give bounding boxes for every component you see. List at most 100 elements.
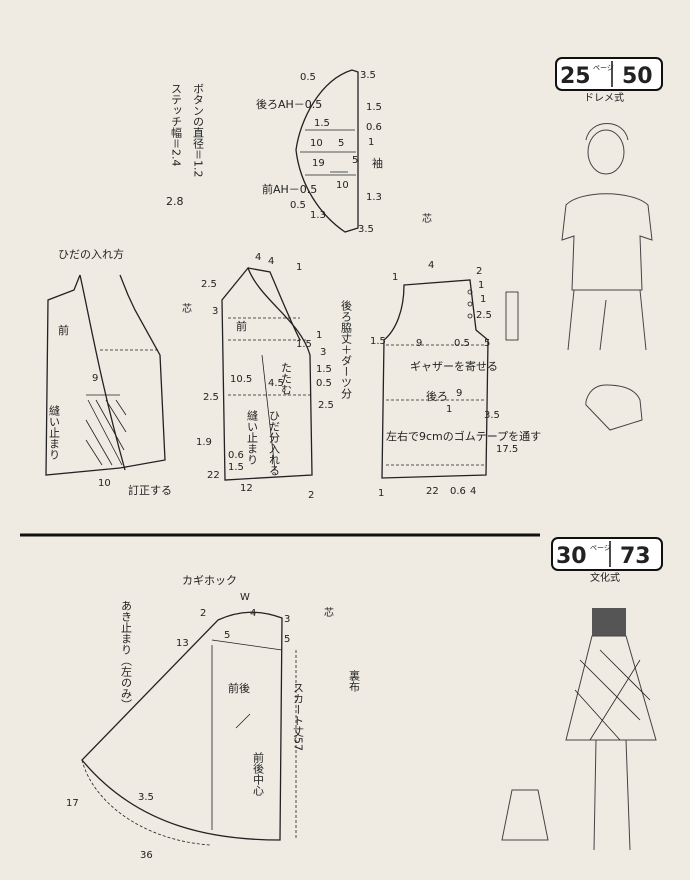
back-num: 4 — [428, 260, 434, 271]
back-interfacing-strip — [505, 291, 519, 341]
back-num: 1 — [378, 488, 384, 499]
sleeve-back-ah: 後ろAH－0.5 — [256, 97, 322, 111]
sleeve-num: 19 — [312, 158, 325, 169]
back-num: 5 — [484, 338, 490, 349]
front-num: 1.9 — [196, 437, 212, 448]
skirt-sketch — [565, 635, 657, 741]
sleeve-num: 5 — [338, 138, 344, 149]
pleat-correct: 訂正する — [128, 483, 172, 497]
top-badge-number: 50 — [622, 64, 653, 89]
back-num: 2.5 — [476, 310, 492, 321]
sleeve-num: 1.3 — [310, 210, 326, 221]
back-num: 1 — [446, 404, 452, 415]
skirt-num: 13 — [176, 638, 189, 649]
front-num: 4 — [268, 256, 274, 267]
model-head — [587, 129, 625, 175]
back-num: 0.6 — [450, 486, 466, 497]
skirt-pattern: カギホック あき止まり（左のみ） 前後 スカート丈57 前後中心 裏布 芯 W … — [66, 574, 361, 861]
front-pleat-line — [261, 354, 276, 471]
front-num: 2 — [308, 490, 314, 501]
bottom-badge: 30 ページ 73 文化式 — [551, 537, 663, 584]
pleat-right-outline — [119, 274, 166, 469]
front-num: 3 — [320, 347, 326, 358]
skirt-num: 3 — [284, 614, 290, 625]
front-num: 12 — [240, 483, 253, 494]
note-stitch-width: ステッチ幅＝2.4 — [170, 83, 183, 167]
back-bodice-pattern: ギャザーを寄せる 後ろ 左右で9cmのゴムテープを通す 芯 1 4 2 1 1 … — [370, 212, 541, 499]
sleeve-num: 0.5 — [290, 200, 306, 211]
skirt-center: 前後中心 — [252, 751, 265, 796]
pleat-num: 10 — [98, 478, 111, 489]
sleeve-num: 1.5 — [366, 102, 382, 113]
sleeve-outline — [295, 69, 359, 233]
front-neckline — [247, 267, 301, 341]
back-label: 後ろ — [426, 389, 448, 403]
front-num: 1 — [296, 262, 302, 273]
skirt-outline — [81, 611, 283, 841]
pleat-left-outline — [45, 274, 121, 476]
sleeve-front-ah: 前AH－0.5 — [262, 182, 317, 196]
skirt-length: スカート丈57 — [292, 682, 305, 751]
skirt-num: 5 — [284, 634, 290, 645]
sleeve-pattern: 後ろAH－0.5 前AH－0.5 袖 0.5 3.5 1.5 1.5 0.6 1… — [256, 69, 383, 235]
front-back-side: 後ろ脇丈＋ダーツ分 — [340, 299, 353, 399]
bottom-badge-frame — [551, 537, 663, 571]
back-num: 3.5 — [484, 410, 500, 421]
back-num: 1.5 — [370, 336, 386, 347]
front-num: 1 — [316, 330, 322, 341]
front-num: 4 — [255, 252, 261, 263]
front-pleat: ひだ分入れる — [268, 410, 281, 476]
skirt-flat-sketch — [501, 789, 549, 841]
back-num: 1 — [392, 272, 398, 283]
skirt-num: 2 — [200, 608, 206, 619]
pleat-title: ひだの入れ方 — [58, 247, 124, 261]
front-bodice-pattern: 前 たたむ ひだ分入れる 縫い止まり 後ろ脇丈＋ダーツ分 芯 4 4 1 2.5… — [182, 252, 353, 501]
front-label: 前 — [236, 319, 247, 333]
front-interfacing: 芯 — [182, 302, 192, 315]
bottom-garment-sketch — [501, 608, 657, 851]
sleeve-num: 1.5 — [314, 118, 330, 129]
pleat-front-label: 前 — [58, 323, 69, 337]
back-num: 1 — [480, 294, 486, 305]
skirt-num: 5 — [224, 630, 230, 641]
pleat-sew-stop: 縫い止まり — [48, 404, 61, 460]
legs-sketch — [593, 739, 631, 851]
front-num: 0.6 — [228, 450, 244, 461]
back-num: 0.5 — [454, 338, 470, 349]
back-num: 9 — [456, 388, 462, 399]
button-mark — [467, 313, 473, 319]
skirt-opening: あき止まり（左のみ） — [120, 600, 133, 710]
top-badge-page: 25 — [560, 64, 591, 89]
top-bodice-sketch — [592, 608, 626, 636]
sleeve-num: 1 — [368, 137, 374, 148]
skirt-hem-curve — [81, 759, 211, 846]
bottom-badge-caption: 文化式 — [590, 571, 620, 584]
front-num: 2.5 — [201, 279, 217, 290]
blouse-sketch — [561, 193, 653, 291]
back-gather: ギャザーを寄せる — [410, 359, 498, 373]
skirt-hook: カギホック — [182, 574, 237, 587]
sleeve-num: 3.5 — [358, 224, 374, 235]
pleat-fold-line — [79, 274, 126, 471]
top-badge-suffix: ページ — [593, 64, 614, 72]
sleeve-num: 0.5 — [300, 72, 316, 83]
bottom-badge-page: 30 — [556, 544, 587, 569]
front-num: 10.5 — [230, 374, 252, 385]
front-sew-stop: 縫い止まり — [246, 409, 259, 465]
back-num: 22 — [426, 486, 439, 497]
skirt-interfacing: 芯 — [324, 606, 334, 619]
note-stitch-width-2: 2.8 — [166, 195, 184, 208]
back-num: 9 — [416, 338, 422, 349]
front-num: 1.5 — [228, 462, 244, 473]
front-num: 4.5 — [268, 378, 284, 389]
back-num: 2 — [476, 266, 482, 277]
model-hair — [585, 123, 629, 141]
button-mark — [467, 301, 473, 307]
sleeve-num: 3.5 — [360, 70, 376, 81]
skirt-num: W — [240, 592, 250, 603]
top-badge-caption: ドレメ式 — [584, 91, 624, 104]
back-num: 1 — [478, 280, 484, 291]
sleeve-label: 袖 — [372, 156, 383, 170]
